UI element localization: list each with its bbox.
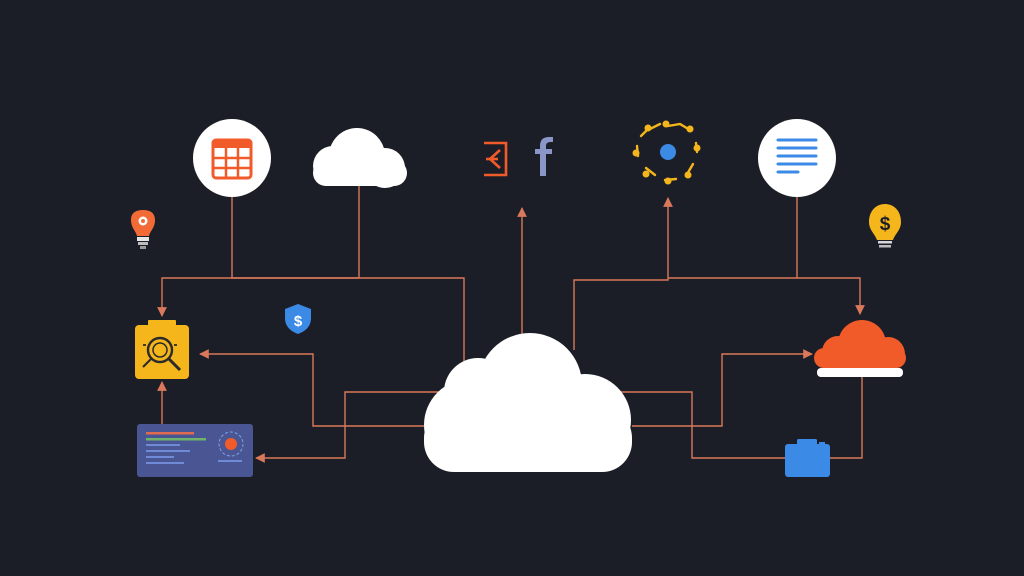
connector-document [668,194,798,279]
cloud-storage-node [313,128,407,188]
calendar-icon [211,138,253,180]
dashboard-icon [146,431,244,464]
security-node: $ [285,304,311,334]
camera-node [785,439,830,477]
cloud-icon [424,333,632,472]
search-node [135,320,189,379]
lightbulb-icon [131,210,155,249]
connector-to-search [157,277,359,317]
cloud-icon [313,128,407,188]
dashboard-node [137,424,253,477]
calendar-node [193,119,271,197]
login-node [484,141,508,177]
idea-money-node: $ [869,204,901,248]
connector-lines [157,186,865,463]
connector-hub-network [573,197,673,350]
lightbulb-node [131,210,155,249]
connector-to-orange-cloud [797,277,865,315]
connector-hub-search [199,349,440,427]
cloud-icon [814,320,906,377]
document-node [758,119,836,197]
login-icon [484,141,508,177]
facebook-icon [535,137,553,176]
facebook-node [535,137,553,176]
dollar-lightbulb-icon: $ [869,204,901,248]
connector-hub-camera [604,376,863,459]
magnifier-icon [142,336,182,372]
orange-cloud-node [814,320,906,377]
connector-hub-dashboard [255,391,444,463]
svg-text:$: $ [294,313,303,330]
dollar-shield-icon: $ [285,304,311,334]
svg-text:$: $ [880,214,891,235]
connector-calendar-hub [231,196,465,372]
document-icon [776,138,818,174]
connector-hub-orange-cloud [632,349,813,427]
network-icon [632,120,701,185]
network-node [632,120,701,185]
central-cloud [424,333,632,472]
camera-icon [785,439,830,477]
